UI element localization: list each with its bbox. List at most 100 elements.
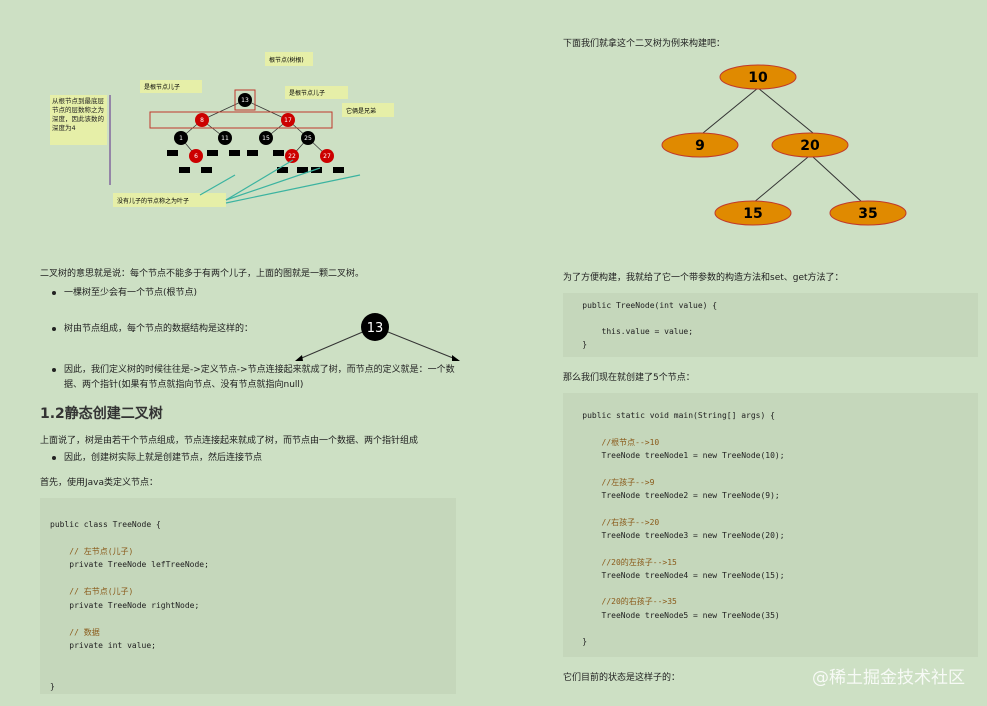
- tree-node: [195, 113, 209, 127]
- code-line: [50, 655, 456, 669]
- bullet-1: 一棵树至少会有一个节点(根节点): [50, 286, 464, 301]
- code-line: private TreeNode lefTreeNode;: [50, 560, 209, 569]
- code-line: this.value = value;: [563, 327, 694, 336]
- paragraph-3: 它们目前的状态是这样子的：: [563, 673, 681, 683]
- tree-node-label: 17: [284, 117, 292, 124]
- tree-node: [714, 200, 792, 226]
- root-label: 根节点(树根): [269, 56, 304, 64]
- nil-leaf: [167, 150, 178, 156]
- intro-text: 二叉树的意思就是说：每个节点不能多于有两个儿子，上面的图就是一颗二叉树。: [40, 269, 365, 279]
- code-line: [563, 504, 978, 517]
- tree-node: [174, 131, 188, 145]
- code-line: [563, 314, 978, 327]
- nil-leaf: [333, 167, 344, 173]
- code-line: // 左节点(儿子): [50, 546, 134, 556]
- tree-node: [218, 131, 232, 145]
- tree-node-label: 1: [179, 135, 183, 142]
- binary-tree-diagram: 10 9 20 15 35: [661, 64, 907, 226]
- code-line: [563, 584, 978, 597]
- code-line: TreeNode treeNode1 = new TreeNode(10);: [563, 451, 785, 461]
- code-block-main: public static void main(String[] args) {…: [563, 393, 978, 657]
- nil-leaf: [207, 150, 218, 156]
- tree-node-label: 9: [695, 138, 705, 154]
- code-line: [563, 464, 978, 477]
- tree-node: [661, 132, 739, 158]
- tree-node-label: 25: [304, 135, 312, 142]
- bullet-4: 因此，创建树实际上就是创建节点，然后连接节点: [50, 451, 464, 466]
- tree-node: [320, 149, 334, 163]
- code-line: }: [563, 637, 588, 647]
- code-line: [50, 533, 456, 547]
- tree-node-label: 6: [194, 153, 198, 160]
- section-heading: 1.2静态创建二叉树: [40, 406, 163, 422]
- paragraph-2: 那么我们现在就创建了5个节点：: [563, 373, 695, 383]
- code-line: TreeNode treeNode5 = new TreeNode(35): [563, 610, 780, 620]
- tree-node-label: 11: [221, 135, 229, 142]
- code-line: [563, 624, 978, 637]
- code-line: TreeNode treeNode4 = new TreeNode(15);: [563, 570, 785, 580]
- tree-node: [285, 149, 299, 163]
- paragraph: 上面说了，树是由若干个节点组成，节点连接起来就成了树，而节点由一个数据、两个指针…: [40, 436, 419, 446]
- code-line: //20的右孩子-->35: [563, 597, 677, 607]
- code-line: TreeNode treeNode2 = new TreeNode(9);: [563, 491, 780, 501]
- tree-node-label: 8: [200, 117, 204, 124]
- nil-leaf: [179, 167, 190, 173]
- code-line: [50, 506, 456, 520]
- bullet-2: 树由节点组成，每个节点的数据结构是这样的：: [50, 322, 464, 337]
- code-line: [50, 574, 456, 588]
- nil-leaf: [229, 150, 240, 156]
- code-line: // 右节点(儿子): [50, 587, 134, 596]
- tree-node-label: 20: [800, 138, 820, 154]
- tree-node: [829, 200, 907, 226]
- tree-node: [259, 131, 273, 145]
- code-line: //右孩子-->20: [563, 517, 660, 527]
- tree-node-label: 10: [748, 70, 768, 86]
- code-line: private int value;: [50, 641, 156, 650]
- siblings-label: 它俩是兄弟: [346, 107, 376, 115]
- root-child-label: 是根节点儿子: [144, 83, 180, 91]
- code-line: public static void main(String[] args) {: [563, 411, 775, 421]
- intro-text: 下面我们就拿这个二叉树为例来构建吧：: [563, 39, 726, 49]
- depth-callout: [50, 95, 107, 145]
- tree-node-label: 35: [858, 206, 877, 222]
- code-block-treenode-class: public class TreeNode { // 左节点(儿子) priva…: [40, 498, 456, 694]
- tree-node: [719, 64, 797, 90]
- code-line: // 数据: [50, 627, 100, 637]
- depth-label: 从根节点到最底层节点的层数称之为深度，因此该数的深度为4: [52, 97, 104, 132]
- code-line: private TreeNode rightNode;: [50, 600, 200, 610]
- tree-node: [301, 131, 315, 145]
- tree-node-label: 13: [241, 97, 249, 104]
- nil-leaf: [201, 167, 212, 173]
- nil-leaf: [247, 150, 258, 156]
- tree-node: [281, 113, 295, 127]
- code-line: [50, 668, 456, 682]
- code-line: [563, 544, 978, 557]
- code-block-constructor: public TreeNode(int value) { this.value …: [563, 293, 978, 357]
- nil-leaf: [311, 167, 322, 173]
- tree-node: [189, 149, 203, 163]
- code-line: }: [50, 681, 55, 691]
- paragraph: 为了方便构建，我就给了它一个带参数的构造方法和set、get方法了：: [563, 273, 844, 283]
- code-line: [563, 425, 978, 438]
- code-line: //根节点-->10: [563, 437, 660, 447]
- code-line: public class TreeNode {: [50, 519, 161, 529]
- paragraph-2: 首先，使用Java类定义节点：: [40, 478, 159, 488]
- code-line: //左孩子-->9: [563, 477, 655, 487]
- tree-node-label: 15: [262, 135, 270, 142]
- nil-leaf: [277, 167, 288, 173]
- root-child-label-2: 是根节点儿子: [289, 89, 325, 97]
- nil-leaf: [273, 150, 284, 156]
- leaves-label: 没有儿子的节点称之为叶子: [117, 197, 189, 205]
- tree-node: [771, 132, 849, 158]
- tree-node-label: 15: [743, 206, 762, 222]
- node-value: 13: [367, 321, 384, 336]
- node-structure-diagram: 13: [295, 313, 460, 361]
- bullet-3: 因此，我们定义树的时候往往是->定义节点->节点连接起来就成了树，而节点的定义就…: [50, 363, 469, 393]
- code-line: }: [563, 340, 588, 349]
- nil-leaf: [297, 167, 308, 173]
- tree-node-label: 22: [288, 153, 296, 160]
- tree-node-label: 27: [323, 153, 331, 160]
- code-line: [563, 398, 978, 411]
- code-line: public TreeNode(int value) {: [563, 301, 718, 310]
